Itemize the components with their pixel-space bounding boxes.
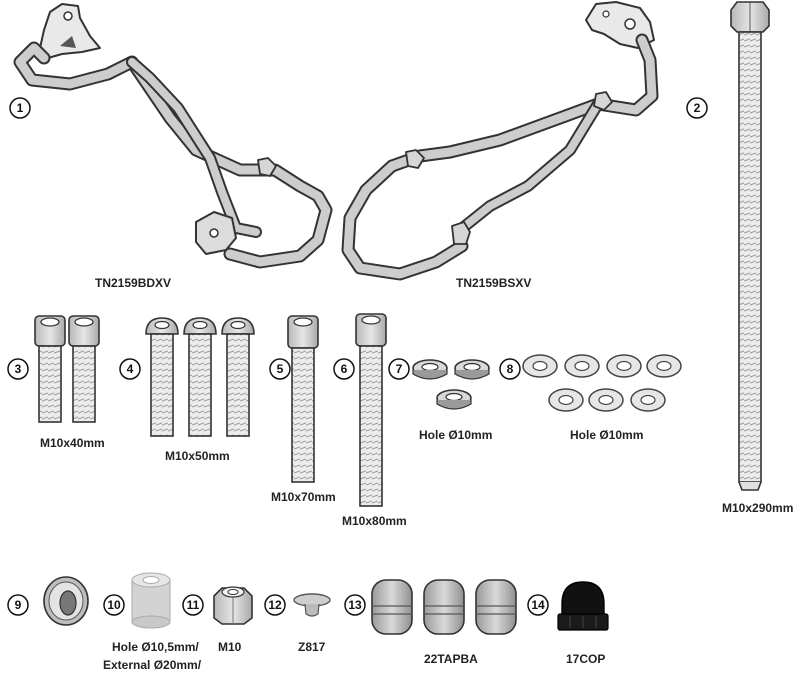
part-caption: M10 [218,640,242,654]
part-number-badge: 11 [182,594,204,616]
svg-text:1: 1 [17,101,24,115]
part-caption: M10x50mm [165,449,230,463]
lock-nut [213,586,253,625]
spacer [131,572,171,629]
cap-nut-black [557,581,609,631]
crash-bar-left [13,3,333,269]
part-number-badge: 6 [333,358,355,380]
svg-text:7: 7 [396,362,403,376]
part-caption: Hole Ø10mm [419,428,492,442]
part-number-badge: 7 [388,358,410,380]
part-number-badges: 1 2 3 4 5 6 7 8 9 10 11 12 13 14 [7,97,708,616]
svg-text:14: 14 [531,598,545,612]
svg-text:2: 2 [694,101,701,115]
part-caption: TN2159BDXV [95,276,171,290]
part-caption: Hole Ø10,5mm/ [112,640,199,654]
crash-bar-right [341,1,659,281]
plug-z817 [293,593,331,617]
svg-text:11: 11 [187,598,200,612]
bolt-m10x70 [287,315,319,483]
part-number-badge: 9 [7,594,29,616]
part-caption: M10x80mm [342,514,407,528]
bolt-m10x80 [355,313,387,507]
part-caption: TN2159BSXV [456,276,531,290]
part-number-badge: 12 [264,594,286,616]
part-number-badge: 13 [344,594,366,616]
flat-washers [522,354,682,412]
svg-text:10: 10 [107,598,121,612]
svg-text:9: 9 [15,598,22,612]
part-number-badge: 4 [119,358,141,380]
rubber-bushing [43,576,89,626]
part-caption: External Ø20mm/ [103,658,202,672]
svg-text:5: 5 [277,362,284,376]
part-number-badge: 14 [527,594,549,616]
end-caps [371,579,517,635]
part-caption: Hole Ø10mm [570,428,643,442]
part-caption: Z817 [298,640,326,654]
bolt-m10x290 [730,1,770,491]
part-number-badge: 8 [499,358,521,380]
part-caption: 22TAPBA [424,652,478,666]
part-number-badge: 3 [7,358,29,380]
part-caption: M10x40mm [40,436,105,450]
part-number-badge: 2 [686,97,708,119]
part-caption: 17COP [566,652,605,666]
part-number-badge: 10 [103,594,125,616]
svg-text:13: 13 [348,598,362,612]
bolts-m10x50 [145,317,255,437]
part-caption: M10x70mm [271,490,336,504]
svg-text:4: 4 [127,362,134,376]
part-captions: TN2159BDXV TN2159BSXV M10x290mm M10x40mm… [40,276,793,672]
svg-text:6: 6 [341,362,348,376]
part-caption: M10x290mm [722,501,793,515]
bolts-m10x40 [34,315,100,423]
svg-text:12: 12 [268,598,282,612]
svg-text:3: 3 [15,362,22,376]
svg-text:8: 8 [507,362,514,376]
spring-washers [412,359,490,410]
part-number-badge: 5 [269,358,291,380]
part-number-badge: 1 [9,97,31,119]
